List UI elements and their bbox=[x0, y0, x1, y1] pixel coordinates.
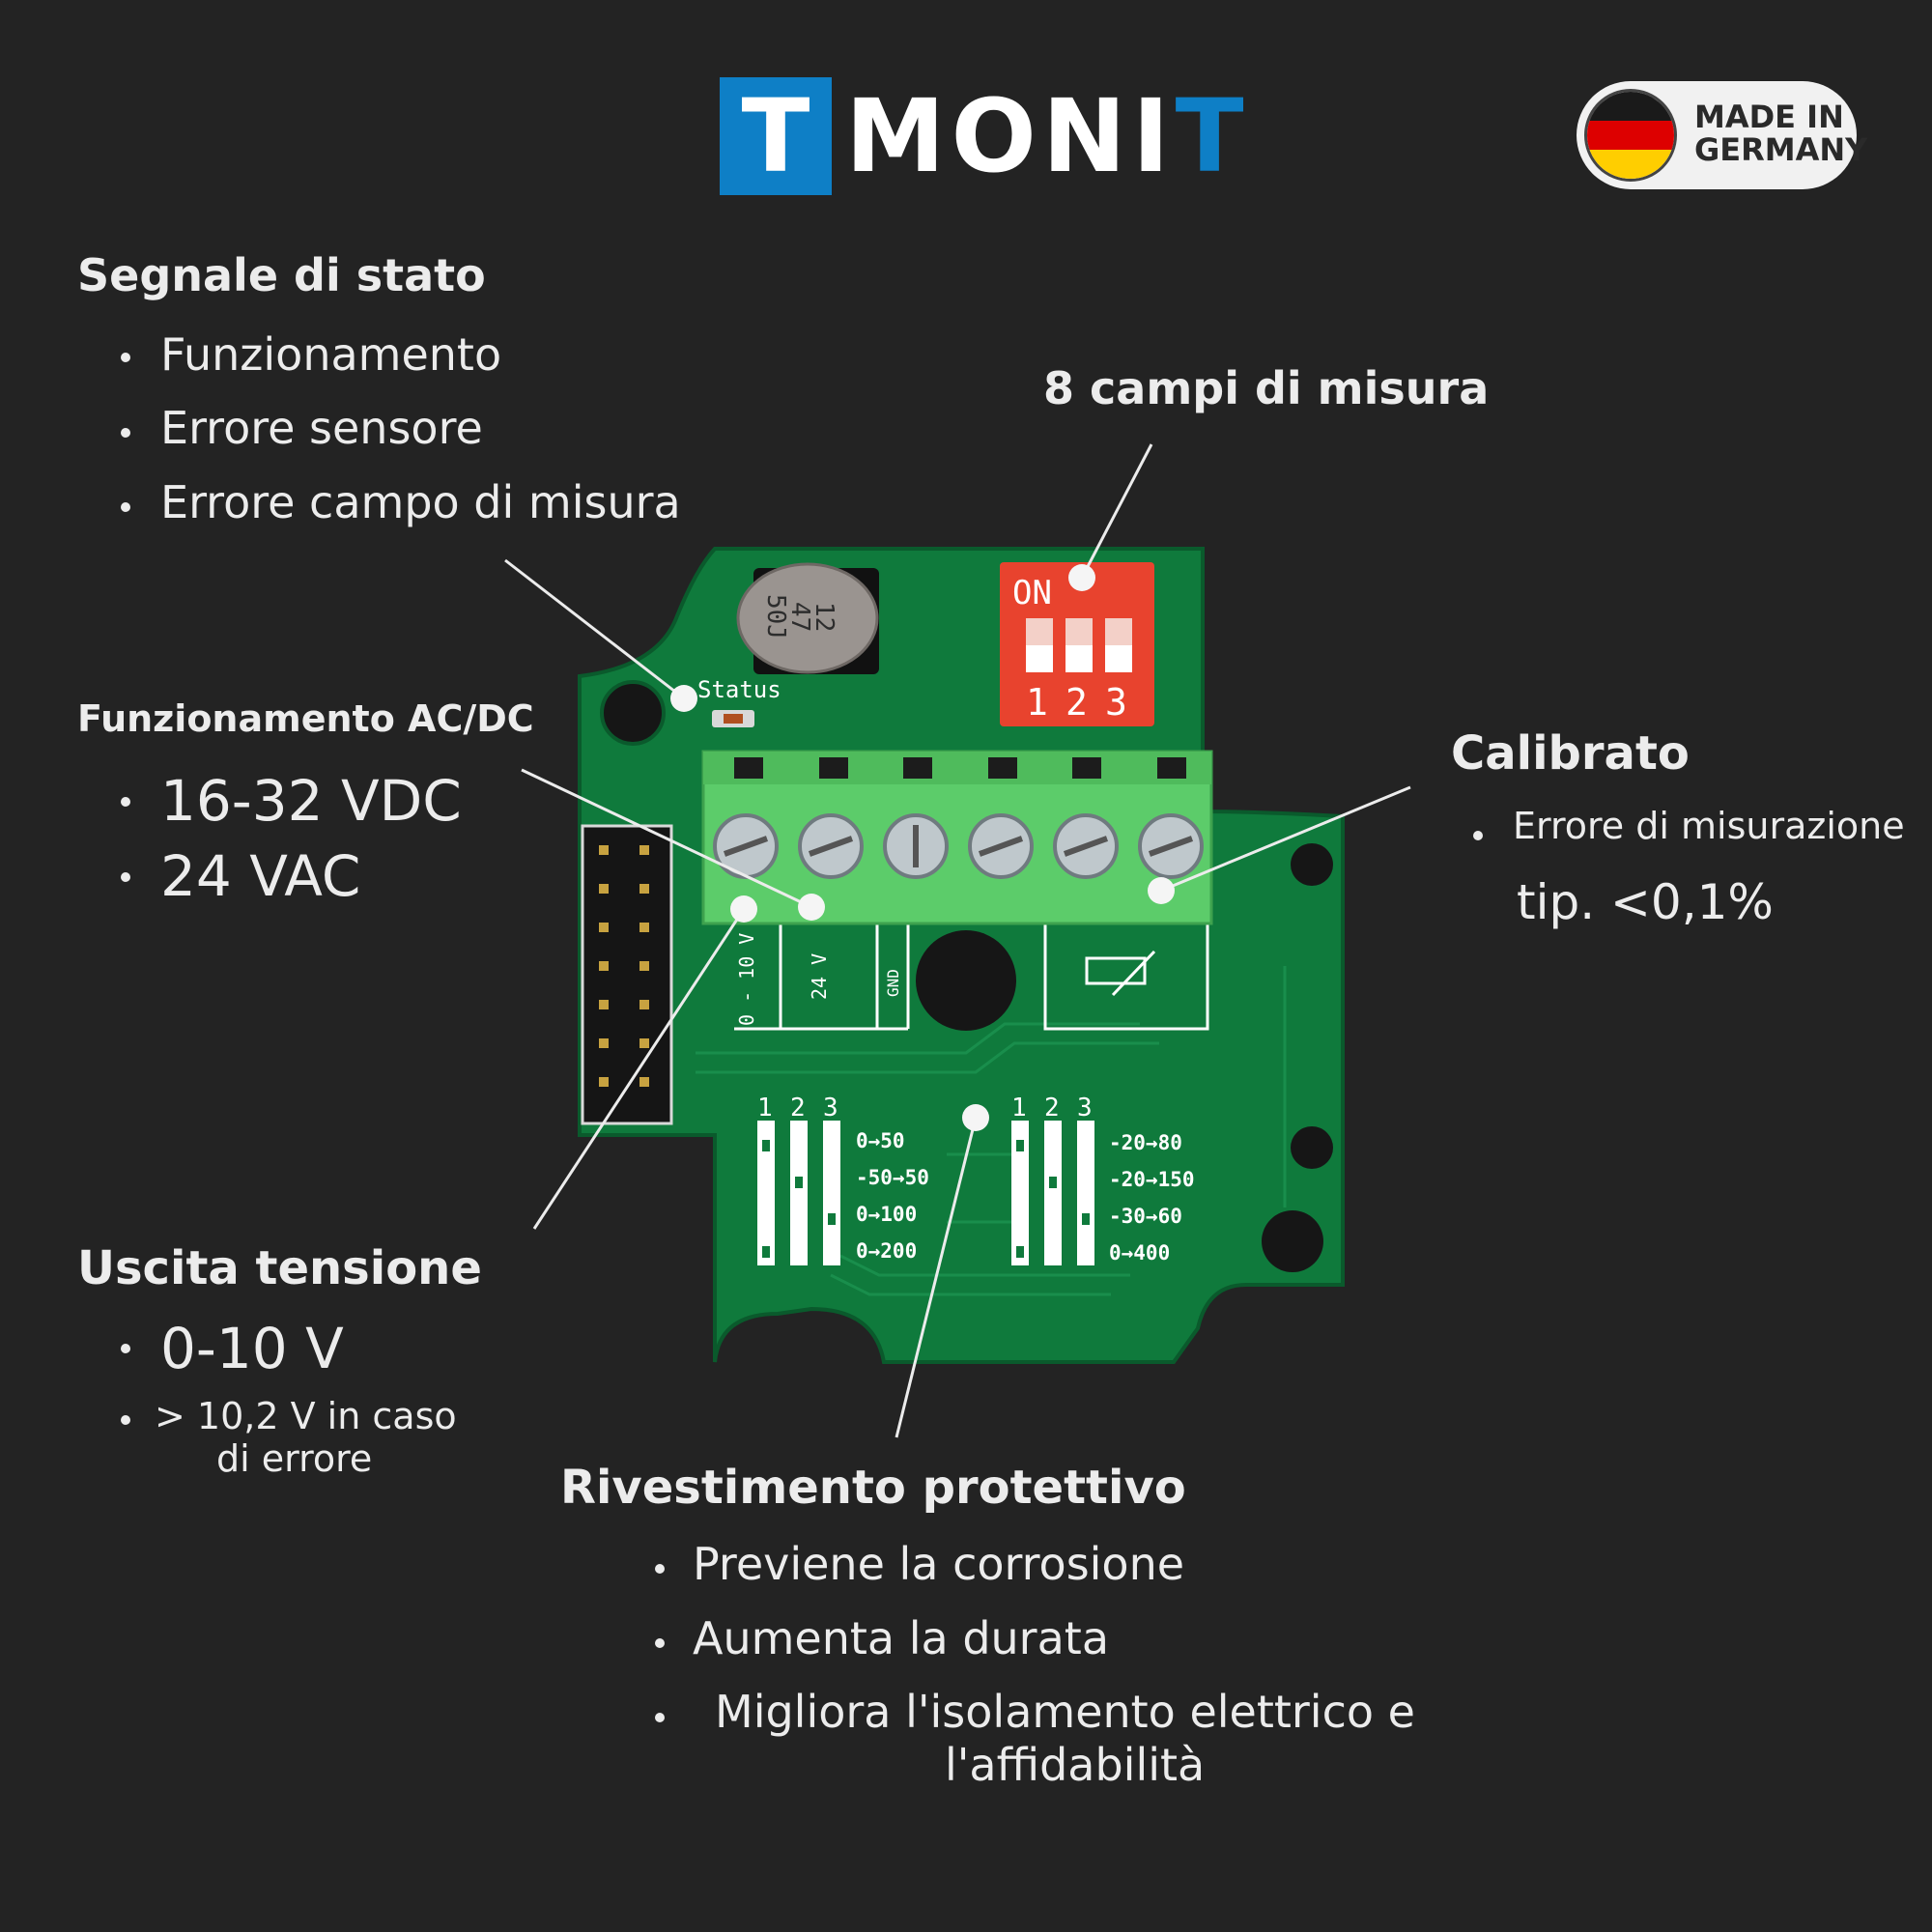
coating-item-2: Aumenta la durata bbox=[693, 1612, 1110, 1664]
status-signal-item-3: Errore campo di misura bbox=[160, 476, 681, 528]
range-col-right-1: 1 bbox=[1011, 1094, 1027, 1122]
callout-lines bbox=[504, 443, 1411, 1438]
range-left-4: 0→200 bbox=[856, 1239, 917, 1263]
logo-white-text: MONI bbox=[845, 77, 1176, 195]
range-col-right-3: 3 bbox=[1077, 1094, 1093, 1122]
range-right-3: -30→60 bbox=[1109, 1205, 1182, 1228]
logo-first-letter: T bbox=[741, 77, 810, 195]
coating-item-3-line-2: l'affidabilità bbox=[945, 1739, 1206, 1791]
range-left-2: -50→50 bbox=[856, 1166, 929, 1189]
measure-ranges-title: 8 campi di misura bbox=[1043, 362, 1490, 414]
range-col-left-3: 3 bbox=[823, 1094, 838, 1122]
bullet bbox=[655, 1564, 665, 1574]
range-col-left-2: 2 bbox=[790, 1094, 806, 1122]
status-label: Status bbox=[697, 676, 781, 703]
dip-number-1: 1 bbox=[1026, 681, 1048, 724]
bullet bbox=[121, 797, 130, 807]
calibrated-value: tip. <0,1% bbox=[1517, 874, 1774, 930]
dip-on-label: ON bbox=[1012, 574, 1052, 612]
status-signal-item-1: Funzionamento bbox=[160, 328, 502, 381]
range-left-3: 0→100 bbox=[856, 1203, 917, 1226]
capacitor-text-2: 47 bbox=[785, 602, 814, 632]
range-col-left-1: 1 bbox=[757, 1094, 773, 1122]
pin-header bbox=[581, 824, 673, 1125]
calibrated-title: Calibrato bbox=[1451, 726, 1690, 781]
made-in-germany-badge: MADE IN GERMANY bbox=[1577, 81, 1867, 189]
voltage-output-sub-line-1: > 10,2 V in caso bbox=[155, 1395, 457, 1437]
bullet bbox=[121, 353, 130, 362]
capacitor-text-1: 12 bbox=[810, 602, 838, 632]
calibrated-item: Errore di misurazione bbox=[1513, 805, 1905, 847]
dip-number-2: 2 bbox=[1065, 681, 1088, 724]
power-title: Funzionamento AC/DC bbox=[77, 697, 534, 740]
logo-wordmark: MONIT bbox=[845, 77, 1250, 195]
bullet bbox=[121, 428, 130, 438]
range-right-4: 0→400 bbox=[1109, 1241, 1170, 1264]
power-item-2: 24 VAC bbox=[160, 843, 361, 909]
coating-item-1: Previene la corrosione bbox=[693, 1538, 1185, 1590]
logo-blue-text: T bbox=[1175, 77, 1250, 195]
range-pads bbox=[757, 1121, 1094, 1265]
badge-line-2: GERMANY bbox=[1694, 131, 1868, 168]
badge-line-1: MADE IN bbox=[1694, 99, 1844, 135]
pcb-label-gnd: GND bbox=[884, 969, 902, 997]
range-left-1: 0→50 bbox=[856, 1129, 905, 1152]
voltage-output-title: Uscita tensione bbox=[77, 1241, 482, 1295]
bullet bbox=[121, 502, 130, 512]
bullet bbox=[655, 1713, 665, 1722]
range-right-2: -20→150 bbox=[1109, 1168, 1195, 1191]
power-item-1: 16-32 VDC bbox=[160, 768, 462, 834]
capacitor bbox=[736, 562, 879, 674]
status-signal-title: Segnale di stato bbox=[77, 249, 486, 301]
pcb-label-24v: 24 V bbox=[808, 953, 831, 1000]
voltage-output-sub-line-2: di errore bbox=[216, 1437, 373, 1480]
coating-item-3-line-1: Migliora l'isolamento elettrico e bbox=[715, 1686, 1415, 1738]
badge-text: MADE IN GERMANY bbox=[1694, 100, 1867, 166]
bullet bbox=[655, 1638, 665, 1648]
pcb-label-0-10v: 0 - 10 V bbox=[735, 933, 758, 1026]
capacitor-text-3: 50J bbox=[761, 594, 790, 639]
status-signal-item-2: Errore sensore bbox=[160, 402, 483, 454]
callout-dots bbox=[670, 564, 1175, 1131]
dip-number-3: 3 bbox=[1105, 681, 1127, 724]
range-right-1: -20→80 bbox=[1109, 1131, 1182, 1154]
bullet bbox=[121, 872, 130, 882]
bullet bbox=[121, 1415, 130, 1425]
coating-title: Rivestimento protettivo bbox=[560, 1461, 1186, 1515]
bullet bbox=[1473, 831, 1483, 840]
bullet bbox=[121, 1344, 130, 1353]
logo-t-box bbox=[720, 77, 832, 195]
voltage-output-item: 0-10 V bbox=[160, 1316, 344, 1381]
range-col-right-2: 2 bbox=[1044, 1094, 1060, 1122]
